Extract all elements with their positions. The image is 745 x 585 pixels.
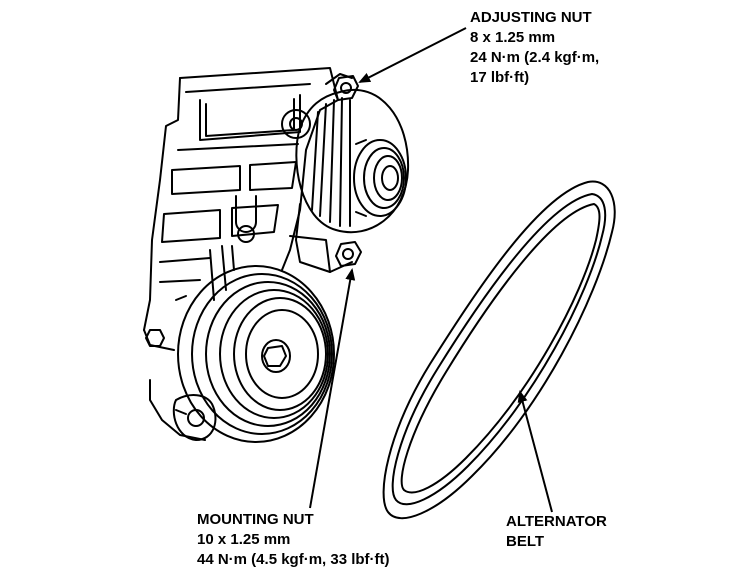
alternator-belt-line1: ALTERNATOR: [506, 513, 607, 530]
mounting-nut: [335, 241, 362, 267]
engine-block: [143, 67, 339, 441]
adjusting-nut: [333, 75, 359, 101]
adjusting-nut-title: ADJUSTING NUT: [470, 9, 592, 26]
mounting-nut-torque: 44 N·m (4.5 kgf·m, 33 lbf·ft): [197, 551, 390, 568]
adjusting-nut-arrow: [358, 27, 467, 83]
adjusting-nut-torque-line1: 24 N·m (2.4 kgf·m,: [470, 49, 600, 66]
adjusting-nut-callout: ADJUSTING NUT 8 x 1.25 mm 24 N·m (2.4 kg…: [470, 8, 599, 88]
alternator-belt: [382, 180, 616, 520]
crankshaft-pulley: [175, 265, 335, 443]
alternator-belt-line2: BELT: [506, 533, 545, 550]
mounting-nut-size: 10 x 1.25 mm: [197, 531, 291, 548]
adjusting-nut-size: 8 x 1.25 mm: [470, 29, 556, 46]
mounting-nut-callout: MOUNTING NUT 10 x 1.25 mm 44 N·m (4.5 kg…: [197, 510, 390, 570]
adjusting-nut-torque-line2: 17 lbf·ft): [470, 69, 530, 86]
alternator: [289, 73, 410, 273]
alternator-belt-callout: ALTERNATOR BELT: [506, 512, 607, 552]
lower-bracket: [145, 329, 217, 441]
alternator-pulley: [353, 139, 407, 217]
mounting-nut-arrow: [309, 268, 356, 509]
mounting-nut-title: MOUNTING NUT: [197, 511, 314, 528]
alternator-belt-arrow: [517, 390, 553, 513]
